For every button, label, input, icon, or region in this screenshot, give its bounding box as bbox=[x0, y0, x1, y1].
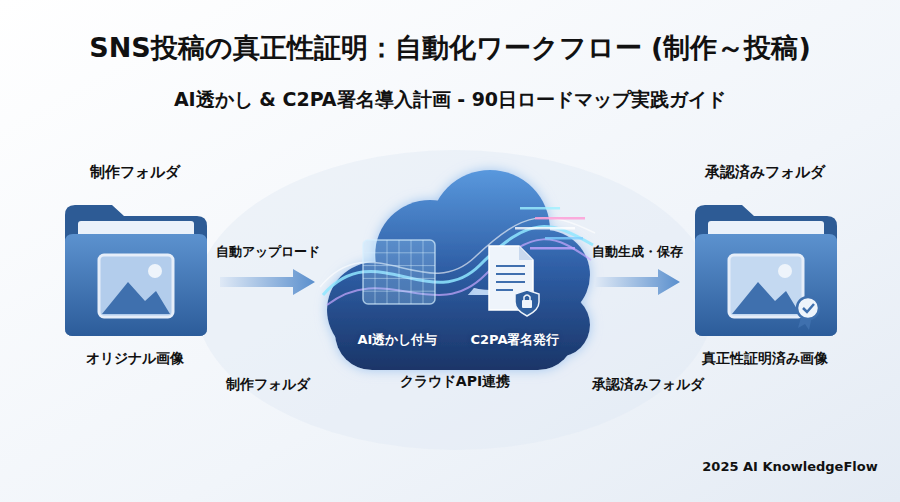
folder-back bbox=[695, 205, 837, 336]
certificate-badge bbox=[797, 297, 819, 319]
light-streak bbox=[520, 207, 560, 210]
grid-line bbox=[423, 240, 424, 304]
image-mountain bbox=[102, 282, 170, 314]
cloud-part bbox=[526, 293, 590, 357]
edge-label: 自動生成・保存 bbox=[563, 242, 713, 262]
lock-body bbox=[522, 300, 532, 308]
node-label: C2PA署名発行 bbox=[455, 330, 575, 350]
data-wave bbox=[323, 227, 593, 295]
grid-line bbox=[363, 291, 435, 292]
folder-back bbox=[65, 205, 207, 336]
badge-check bbox=[803, 304, 814, 312]
folder-front bbox=[695, 234, 837, 336]
document-line bbox=[496, 273, 525, 275]
document-line bbox=[496, 289, 513, 291]
image-frame bbox=[99, 255, 173, 317]
folder-label: 承認済みフォルダ bbox=[568, 373, 728, 395]
folder-node: 承認済みフォルダ真正性証明済み画像 bbox=[680, 158, 850, 370]
light-streak bbox=[530, 247, 575, 250]
folder-front bbox=[65, 234, 207, 336]
document-line bbox=[496, 281, 525, 283]
node-label: AI透かし付与 bbox=[345, 330, 450, 350]
folder-icon bbox=[50, 158, 220, 370]
light-streak bbox=[545, 237, 583, 240]
cloud-shape bbox=[315, 165, 595, 397]
diagram-title: SNS投稿の真正性証明：自動化ワークフロー (制作～投稿) bbox=[0, 30, 900, 66]
grid-panel bbox=[363, 240, 435, 304]
image-sun bbox=[778, 264, 792, 278]
grid-line bbox=[399, 240, 400, 304]
cloud-node: AI透かし付与C2PA署名発行クラウドAPI連携 bbox=[315, 165, 595, 397]
folder-label: 制作フォルダ bbox=[188, 373, 348, 395]
edge-label: 自動アップロード bbox=[193, 242, 343, 262]
light-streak bbox=[535, 217, 585, 220]
flow-arrow bbox=[220, 269, 315, 295]
cloud-body bbox=[327, 170, 590, 370]
node-label: クラウドAPI連携 bbox=[315, 371, 595, 391]
document-page bbox=[489, 246, 533, 310]
data-wave bbox=[320, 218, 595, 287]
folder-icon bbox=[680, 158, 850, 370]
grid-line bbox=[375, 240, 376, 304]
lock-shackle bbox=[524, 295, 530, 300]
folder-node: 制作フォルダオリジナル画像 bbox=[50, 158, 220, 370]
subtitle: AI透かし & C2PA署名導入計画 - 90日ロードマップ実践ガイド bbox=[0, 88, 900, 110]
process-panel: C2PA署名発行 bbox=[455, 230, 575, 355]
image-mountain bbox=[732, 282, 800, 314]
node-heading: 承認済みフォルダ bbox=[680, 162, 850, 182]
image-sun bbox=[148, 264, 162, 278]
grid-line bbox=[387, 240, 388, 304]
node-heading: 制作フォルダ bbox=[50, 162, 220, 182]
node-label: 真正性証明済み画像 bbox=[680, 348, 850, 368]
cloud-part bbox=[327, 262, 423, 358]
grid-line bbox=[363, 278, 435, 279]
background-halo bbox=[195, 150, 715, 450]
grid-line bbox=[411, 240, 412, 304]
data-wave bbox=[327, 239, 591, 305]
node-label: オリジナル画像 bbox=[50, 348, 220, 368]
watermark: 2025 AI KnowledgeFlow bbox=[690, 456, 890, 478]
light-streak bbox=[515, 227, 575, 230]
process-panel: AI透かし付与 bbox=[345, 230, 450, 355]
document-line bbox=[496, 265, 525, 267]
flow-arrow bbox=[595, 269, 680, 295]
image-frame bbox=[729, 255, 803, 317]
